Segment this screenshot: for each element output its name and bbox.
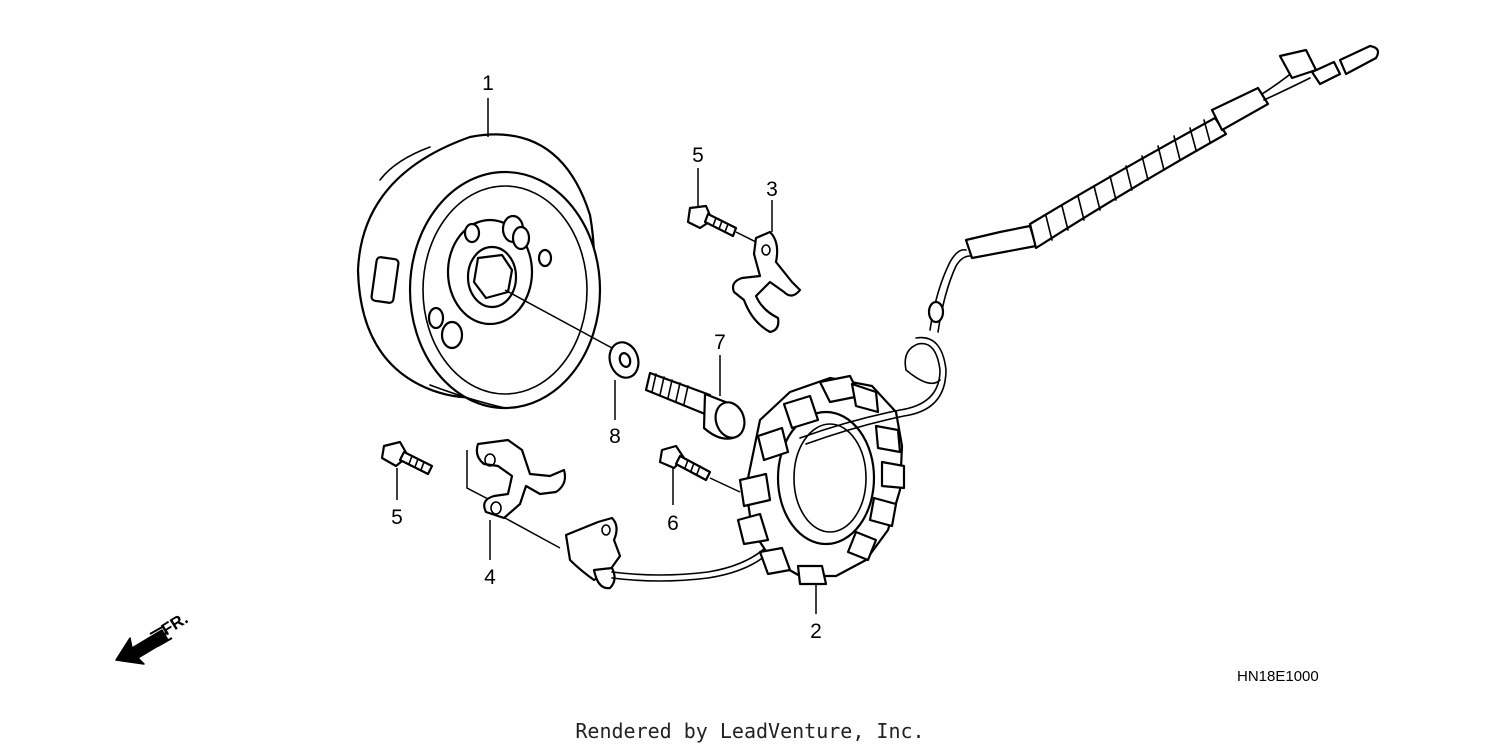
pulse-sensor[interactable] <box>564 516 781 590</box>
bracket-upper[interactable] <box>731 200 802 334</box>
callout-3: 3 <box>766 178 778 201</box>
callout-8: 8 <box>609 425 621 448</box>
washer[interactable] <box>605 339 643 420</box>
front-direction-arrow: FR. <box>115 609 191 665</box>
flywheel-bolt[interactable] <box>644 355 749 441</box>
callout-5-lower: 5 <box>391 506 403 529</box>
callout-2: 2 <box>810 620 822 643</box>
callout-1: 1 <box>482 72 494 95</box>
bolt-upper[interactable] <box>686 168 769 249</box>
callout-7: 7 <box>714 331 726 354</box>
wiring-harness[interactable] <box>799 44 1380 445</box>
callout-4: 4 <box>484 566 496 589</box>
bolt-lower[interactable] <box>380 440 434 500</box>
diagram-code: HN18E1000 <box>1237 668 1319 685</box>
flywheel[interactable] <box>356 98 602 410</box>
bolt-stator[interactable] <box>658 444 741 505</box>
callout-6: 6 <box>667 512 679 535</box>
callout-5-upper: 5 <box>692 144 704 167</box>
stator[interactable] <box>736 374 906 614</box>
bracket-lower[interactable] <box>466 438 567 560</box>
credit-text: Rendered by LeadVenture, Inc. <box>575 719 924 743</box>
